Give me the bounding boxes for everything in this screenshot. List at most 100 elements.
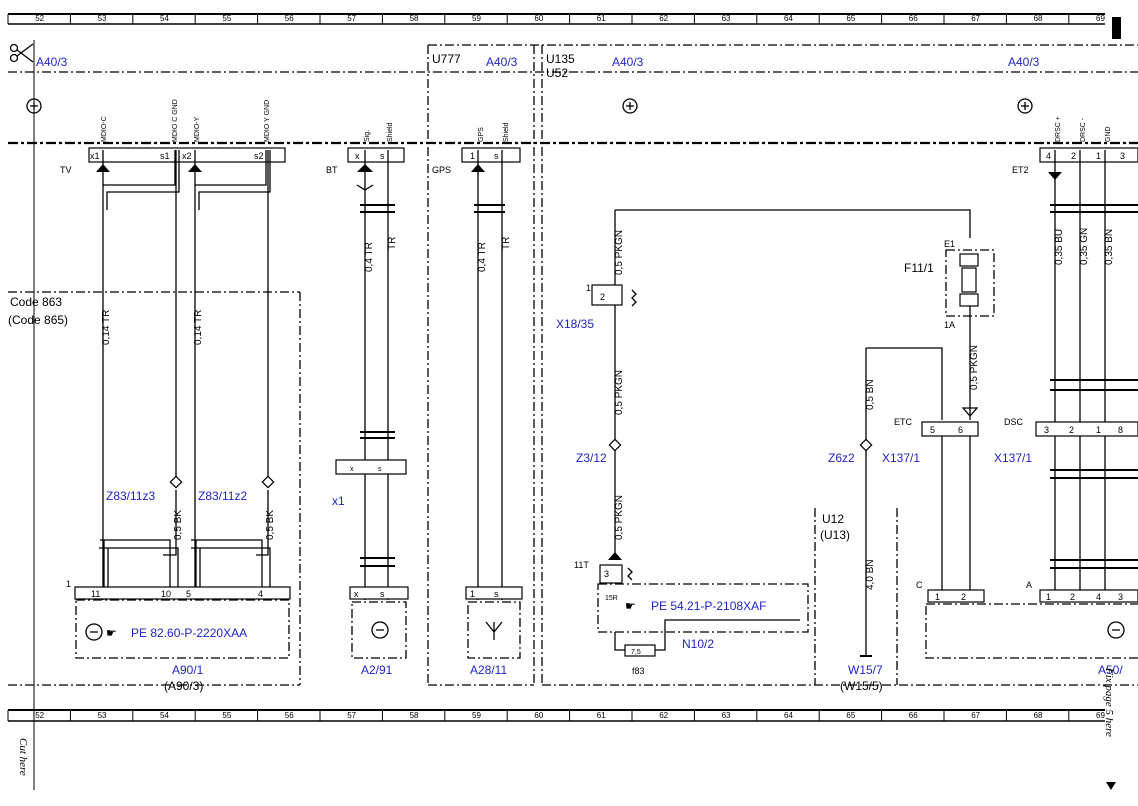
ground-symbol-icon [622, 98, 638, 114]
svg-text:0,35 GN: 0,35 GN [1079, 228, 1090, 265]
pe-ref-link-2[interactable]: PE 54.21-P-2108XAF [651, 599, 766, 613]
svg-text:2: 2 [1069, 425, 1074, 435]
svg-text:MDIO-C: MDIO-C [101, 116, 108, 142]
ruler-number: 56 [285, 14, 294, 23]
transistor-icon [371, 621, 389, 639]
etc-connector [921, 421, 979, 437]
svg-text:11: 11 [91, 589, 100, 599]
svg-text:E1: E1 [944, 239, 955, 249]
transistor-icon [85, 623, 103, 641]
svg-text:A: A [1026, 580, 1032, 590]
svg-text:MDIO-Y: MDIO-Y [194, 116, 201, 142]
svg-text:f83: f83 [632, 666, 645, 676]
svg-text:Code 863: Code 863 [10, 295, 62, 309]
ruler-number: 61 [597, 711, 606, 720]
svg-text:x1: x1 [332, 494, 345, 508]
svg-text:0,5 PKGN: 0,5 PKGN [614, 495, 625, 540]
svg-text:4,0 BN: 4,0 BN [865, 559, 876, 590]
fix-page-label: Fix page 5 here [1103, 667, 1115, 737]
svg-text:DSC: DSC [1004, 417, 1024, 427]
ruler-number: 63 [722, 14, 731, 23]
svg-text:0,35 BU: 0,35 BU [1054, 229, 1065, 265]
svg-text:DRSC +: DRSC + [1055, 116, 1062, 142]
svg-text:s2: s2 [254, 151, 264, 161]
ruler-number: 66 [909, 711, 918, 720]
harness-label-u777: U777 [432, 52, 461, 66]
svg-text:2: 2 [1071, 151, 1076, 161]
harness-label-a40-mid1: A40/3 [486, 55, 518, 69]
svg-text:0,14 TR: 0,14 TR [193, 310, 204, 345]
svg-text:1: 1 [1096, 425, 1101, 435]
harness-label-u135: U135 [546, 52, 575, 66]
ruler-number: 64 [784, 711, 793, 720]
svg-text:C: C [916, 580, 923, 590]
a50-label: A50/ [1098, 663, 1123, 677]
bt-connector [347, 147, 405, 163]
ruler-number: 61 [597, 14, 606, 23]
ruler-number: 55 [222, 14, 231, 23]
svg-text:1: 1 [470, 151, 475, 161]
ruler-number: 62 [659, 711, 668, 720]
svg-text:0,5 PKGN: 0,5 PKGN [969, 345, 980, 390]
ruler-number: 58 [410, 711, 419, 720]
ground-symbol-icon [26, 98, 42, 114]
svg-text:0,14 TR: 0,14 TR [101, 310, 112, 345]
svg-text:7,5: 7,5 [631, 649, 641, 656]
a2-91-label: A2/91 [361, 663, 393, 677]
svg-text:s: s [380, 589, 385, 599]
ruler-number: 67 [971, 711, 980, 720]
scissors-icon [9, 43, 34, 63]
ruler-number: 59 [472, 14, 481, 23]
svg-text:4: 4 [1046, 151, 1051, 161]
w15-7-label: W15/7 [848, 663, 883, 677]
x1-connector [335, 459, 407, 475]
ruler-number: 68 [1034, 711, 1043, 720]
svg-text:x: x [355, 151, 360, 161]
svg-text:0,35 BN: 0,35 BN [1104, 229, 1115, 265]
svg-text:0,4 TR: 0,4 TR [477, 242, 488, 272]
svg-text:1: 1 [470, 589, 475, 599]
z83-11z2-label: Z83/11z2 [198, 489, 247, 503]
ruler-number: 65 [846, 711, 855, 720]
svg-text:1A: 1A [944, 320, 955, 330]
svg-text:1: 1 [935, 592, 940, 602]
svg-text:1: 1 [586, 283, 591, 293]
svg-text:s: s [380, 151, 385, 161]
ruler-number: 64 [784, 14, 793, 23]
svg-text:3: 3 [1044, 425, 1049, 435]
svg-text:F11/1: F11/1 [904, 261, 934, 275]
ruler-number: 53 [98, 14, 107, 23]
svg-text:GPS: GPS [478, 127, 485, 142]
a28-11-label: A28/11 [470, 663, 507, 677]
harness-label-a40-mid2: A40/3 [612, 55, 644, 69]
tv-connector-label: TV [60, 165, 72, 175]
harness-label-u52: U52 [546, 66, 568, 80]
ruler-number: 54 [160, 14, 169, 23]
ruler-number: 55 [222, 711, 231, 720]
ruler-number: 59 [472, 711, 481, 720]
svg-text:0,5 BK: 0,5 BK [173, 510, 184, 540]
transistor-icon [1107, 621, 1125, 639]
svg-text:0,5 BN: 0,5 BN [865, 379, 876, 410]
svg-text:15R: 15R [605, 595, 618, 602]
svg-text:x1: x1 [90, 151, 100, 161]
harness-label-a40-right: A40/3 [1008, 55, 1040, 69]
z6z2-label: Z6z2 [828, 451, 855, 465]
ruler-number: 62 [659, 14, 668, 23]
svg-text:s: s [378, 466, 382, 473]
pe-ref-link-1[interactable]: PE 82.60-P-2220XAA [131, 626, 247, 640]
svg-text:8: 8 [1118, 425, 1123, 435]
ruler-number: 63 [722, 711, 731, 720]
ruler-number: 57 [347, 711, 356, 720]
svg-text:s: s [494, 151, 499, 161]
ruler-number: 69 [1096, 14, 1105, 23]
corner-mark [1112, 17, 1121, 39]
svg-text:DRSC -: DRSC - [1080, 117, 1087, 142]
svg-text:MDIO Y GND: MDIO Y GND [264, 100, 271, 142]
svg-text:(W15/5): (W15/5) [840, 679, 883, 693]
svg-text:(U13): (U13) [820, 528, 850, 542]
svg-text:(Code 865): (Code 865) [8, 313, 68, 327]
pin-label-vertical: MDIO-C MDIO C GND MDIO-Y MDIO Y GND [101, 99, 271, 142]
svg-text:5: 5 [186, 589, 191, 599]
